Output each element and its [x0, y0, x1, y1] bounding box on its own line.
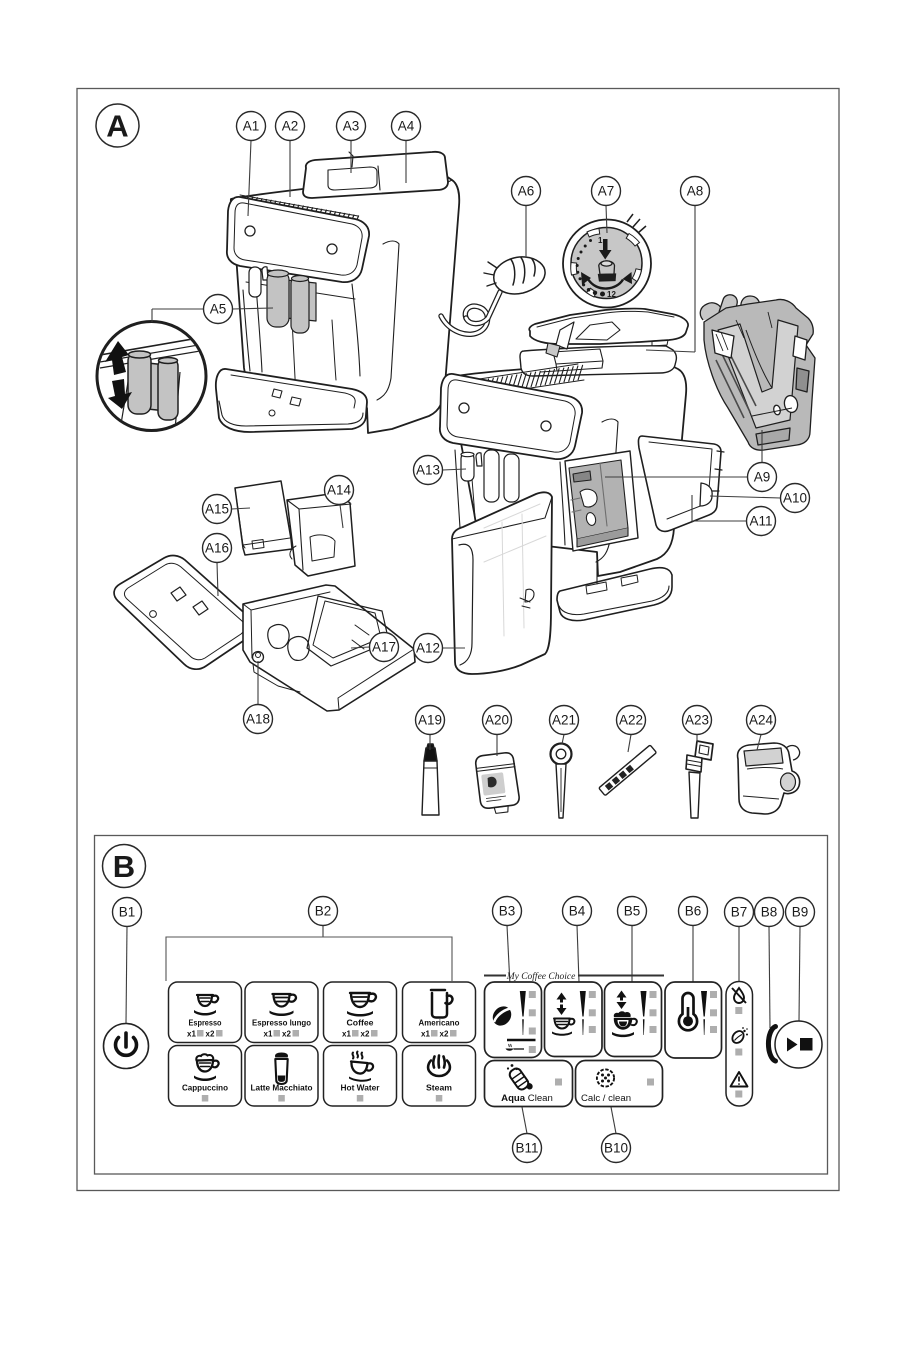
svg-text:My Coffee Choice: My Coffee Choice — [506, 971, 576, 982]
svg-text:x1: x1 — [421, 1030, 430, 1039]
svg-text:A2: A2 — [282, 119, 299, 134]
svg-text:Espresso: Espresso — [189, 1018, 222, 1028]
svg-text:Aqua Clean: Aqua Clean — [501, 1093, 553, 1104]
svg-text:A: A — [106, 109, 128, 144]
svg-text:B6: B6 — [685, 904, 702, 919]
svg-text:x1: x1 — [342, 1030, 351, 1039]
svg-text:A20: A20 — [485, 713, 509, 728]
svg-text:A4: A4 — [398, 119, 415, 134]
svg-text:A18: A18 — [246, 712, 270, 727]
svg-text:12: 12 — [607, 290, 616, 299]
svg-text:A9: A9 — [754, 470, 771, 485]
svg-text:x2: x2 — [206, 1030, 215, 1039]
svg-text:B10: B10 — [604, 1141, 628, 1156]
svg-text:Steam: Steam — [426, 1083, 452, 1093]
svg-text:A21: A21 — [552, 713, 576, 728]
svg-text:Cappuccino: Cappuccino — [182, 1083, 228, 1093]
svg-text:A23: A23 — [685, 713, 709, 728]
svg-text:x1: x1 — [187, 1030, 196, 1039]
svg-text:A11: A11 — [749, 514, 772, 529]
svg-text:A10: A10 — [783, 491, 807, 506]
svg-text:x1: x1 — [264, 1030, 273, 1039]
svg-text:A19: A19 — [418, 713, 442, 728]
svg-text:A24: A24 — [749, 713, 774, 728]
svg-text:A1: A1 — [243, 119, 260, 134]
svg-text:A7: A7 — [598, 184, 615, 199]
svg-text:Hot Water: Hot Water — [341, 1083, 381, 1093]
svg-text:1: 1 — [598, 236, 603, 245]
svg-text:B5: B5 — [624, 904, 641, 919]
svg-text:Coffee: Coffee — [347, 1018, 374, 1028]
svg-text:Calc / clean: Calc / clean — [581, 1093, 631, 1104]
svg-text:B2: B2 — [315, 904, 332, 919]
svg-text:A13: A13 — [416, 463, 440, 478]
svg-text:A12: A12 — [416, 641, 440, 656]
svg-text:B3: B3 — [499, 904, 516, 919]
svg-text:B: B — [113, 849, 135, 884]
svg-text:B11: B11 — [515, 1141, 538, 1156]
svg-text:B4: B4 — [569, 904, 586, 919]
svg-text:A5: A5 — [210, 302, 227, 317]
svg-text:Espresso lungo: Espresso lungo — [252, 1018, 311, 1028]
svg-text:A15: A15 — [205, 502, 229, 517]
svg-text:B7: B7 — [731, 905, 748, 920]
svg-text:B1: B1 — [119, 905, 136, 920]
svg-text:A16: A16 — [205, 541, 229, 556]
svg-text:x2: x2 — [361, 1030, 370, 1039]
svg-text:B9: B9 — [792, 905, 809, 920]
svg-text:A17: A17 — [372, 640, 396, 655]
svg-text:A6: A6 — [518, 184, 535, 199]
svg-text:B8: B8 — [761, 905, 778, 920]
svg-text:x2: x2 — [440, 1030, 449, 1039]
svg-text:Latte Macchiato: Latte Macchiato — [251, 1083, 313, 1093]
svg-text:A14: A14 — [327, 483, 352, 498]
svg-text:x2: x2 — [282, 1030, 291, 1039]
svg-text:A3: A3 — [343, 119, 360, 134]
svg-text:A22: A22 — [619, 713, 643, 728]
svg-text:Americano: Americano — [419, 1018, 460, 1028]
svg-text:A8: A8 — [687, 184, 704, 199]
